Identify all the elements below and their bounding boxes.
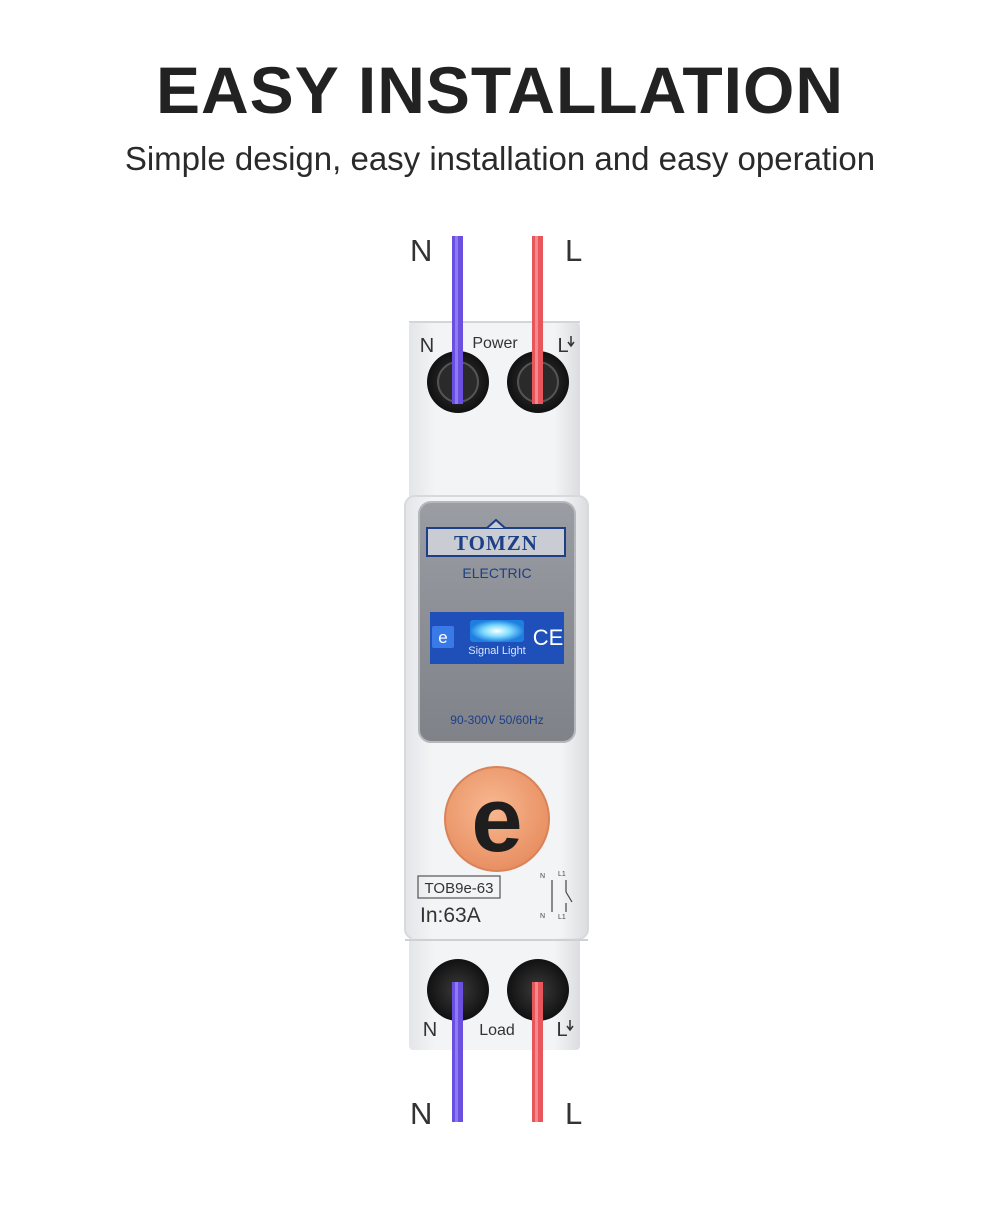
brand-sub: ELECTRIC — [462, 565, 531, 581]
button-glyph: e — [471, 769, 522, 871]
ce-mark: CE — [533, 625, 564, 650]
bottom-terminal-title: Load — [479, 1022, 515, 1039]
signal-logo-icon: e — [438, 628, 447, 647]
bottom-neutral-label: N — [410, 1096, 433, 1131]
top-terminal-l: L — [557, 335, 568, 357]
bottom-terminal-l: L — [556, 1019, 567, 1041]
svg-text:L1: L1 — [558, 871, 566, 878]
top-terminal-n: N — [420, 335, 434, 357]
voltage-label: 90-300V 50/60Hz — [450, 713, 543, 727]
svg-text:N: N — [540, 913, 545, 920]
model-label: TOB9e-63 — [425, 880, 494, 897]
signal-led — [470, 620, 524, 642]
bottom-live-label: L — [565, 1096, 583, 1131]
svg-text:N: N — [540, 873, 545, 880]
top-terminal-title: Power — [472, 335, 518, 352]
top-neutral-label: N — [410, 233, 433, 268]
svg-text:L1: L1 — [558, 914, 566, 921]
brand-logo: TOMZN — [454, 531, 538, 555]
rating-label: In:63A — [420, 904, 481, 927]
switch-schematic-icon: N L1 N L1 — [540, 871, 573, 921]
signal-label: Signal Light — [468, 645, 526, 657]
bottom-terminal-n: N — [423, 1019, 437, 1041]
top-arrow-icon — [567, 336, 575, 348]
bottom-arrow-icon — [566, 1020, 574, 1032]
model-box — [417, 875, 501, 899]
page-subheading: Simple design, easy installation and eas… — [124, 140, 876, 177]
top-live-label: L — [565, 233, 583, 268]
page-heading: EASY INSTALLATION — [155, 53, 845, 127]
reset-button[interactable] — [444, 766, 550, 872]
